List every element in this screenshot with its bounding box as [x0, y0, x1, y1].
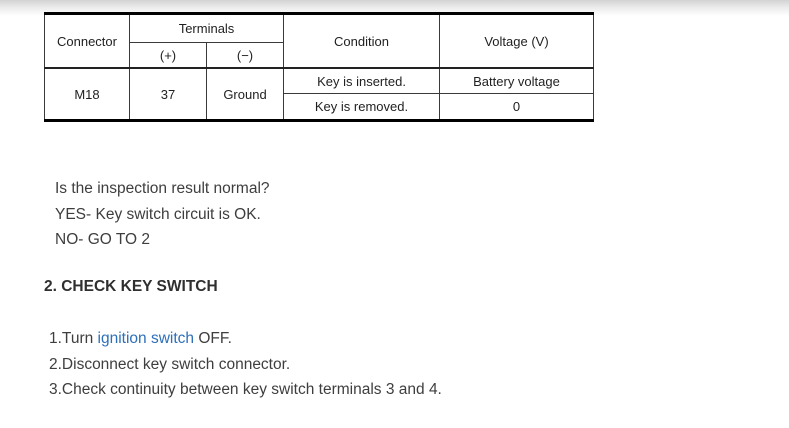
step-3: 3.Check continuity between key switch te…	[49, 381, 442, 399]
cell-terminal-minus: Ground	[206, 67, 284, 121]
header-connector: Connector	[44, 13, 130, 69]
step-1: 1.Turn ignition switch OFF.	[49, 326, 442, 352]
inspection-yes-line: YES- Key switch circuit is OK.	[55, 205, 261, 223]
header-terminal-minus: (−)	[206, 42, 284, 69]
inspection-question: Is the inspection result normal?	[55, 180, 270, 197]
step-1-suffix: OFF.	[194, 330, 232, 347]
cell-connector: M18	[44, 67, 130, 121]
header-condition: Condition	[283, 13, 440, 69]
inspection-no-line: NO- GO TO 2	[55, 231, 151, 248]
section-heading: 2. CHECK KEY SWITCH	[44, 278, 218, 295]
header-terminal-plus: (+)	[129, 42, 207, 69]
cell-condition-1: Key is inserted.	[283, 67, 440, 94]
cell-voltage-1: Battery voltage	[439, 67, 594, 94]
cell-terminal-plus: 37	[129, 67, 207, 121]
header-terminals: Terminals	[129, 13, 284, 43]
step-1-prefix: 1.Turn	[49, 330, 98, 347]
ignition-switch-link[interactable]: ignition switch	[97, 330, 195, 347]
step-2: 2.Disconnect key switch connector.	[49, 355, 291, 373]
voltage-spec-table: Connector Terminals Condition Voltage (V…	[44, 12, 594, 122]
procedure-steps: 1.Turn ignition switch OFF. 2.Disconnect…	[49, 326, 442, 403]
inspection-result-block: Is the inspection result normal? YES- Ke…	[55, 176, 270, 253]
cell-voltage-2: 0	[439, 93, 594, 121]
header-voltage: Voltage (V)	[439, 13, 594, 69]
cell-condition-2: Key is removed.	[283, 93, 440, 121]
